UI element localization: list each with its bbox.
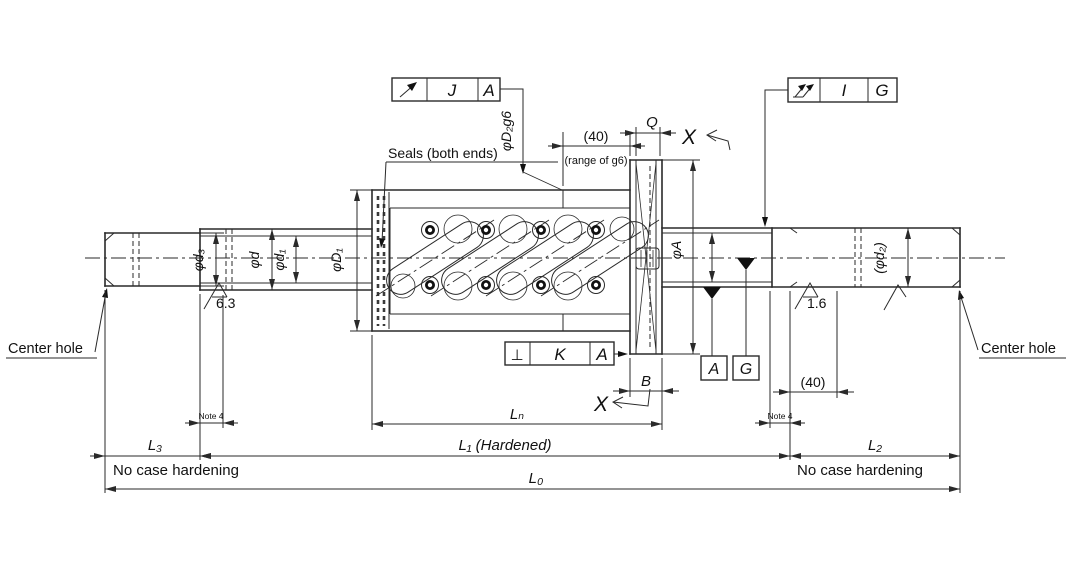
l2-label: L₂ (868, 437, 882, 454)
section-view-arrows: X X (593, 126, 731, 416)
note4-right-label: Note 4 (767, 411, 792, 421)
screw-shaft-outline (104, 227, 961, 291)
feature-control-frames: J A I G ⊥ K (391, 77, 898, 366)
datum-a-letter: A (708, 361, 720, 378)
runout-tolerance-letter: J (447, 81, 457, 100)
total-runout-frame: I G (762, 77, 898, 227)
return-circles (390, 214, 635, 301)
ln-label: Lₙ (510, 406, 524, 423)
section-x-bottom-label: X (593, 393, 609, 416)
perpendicularity-tolerance-letter: K (554, 345, 566, 364)
g6-range-dimensions: φD₂g6 (40) (range of g6) Q (498, 111, 676, 186)
center-hole-callout-right: Center hole (958, 290, 1066, 359)
section-arrow-bottom (612, 388, 651, 407)
b-label: B (641, 373, 651, 390)
roughness-1-6-value: 1.6 (807, 295, 827, 311)
perpendicularity-datum-letter: A (595, 345, 607, 364)
datum-a-triangle (703, 287, 721, 299)
roughness-1-6: 1.6 (794, 281, 827, 311)
seals-callout: Seals (both ends) (379, 145, 558, 248)
roughness-6-3-value: 6.3 (216, 295, 236, 311)
nut-flange (629, 159, 663, 355)
center-hole-callout-left: Center hole (6, 288, 108, 359)
note4-left-label: Note 4 (198, 411, 223, 421)
diameter-dimensions: φd₃ φd φd₁ φD₁ φA (φd₂) (190, 159, 911, 355)
roughness-6-3: 6.3 (203, 281, 236, 311)
journal-40-label: (40) (801, 374, 826, 390)
no-case-hardening-right: No case hardening (797, 462, 923, 479)
circular-runout-frame: J A (391, 77, 563, 191)
center-hole-right-label: Center hole (981, 341, 1056, 357)
ball-circulation-detail (375, 214, 660, 301)
phi-D2g6-label: φD₂g6 (498, 111, 514, 151)
l3-label: L₃ (148, 437, 162, 454)
total-runout-tolerance-letter: I (842, 81, 847, 100)
datum-g-triangle (737, 258, 755, 270)
length-dimensions: B (40) Note 4 Note 4 Lₙ L₃ L₁ (Hardened)… (90, 290, 961, 493)
no-case-hardening-left: No case hardening (113, 462, 239, 479)
perpendicularity-icon: ⊥ (510, 347, 523, 364)
surface-finish-symbols: 6.3 1.6 (203, 281, 907, 311)
datum-targets: A G (700, 258, 760, 381)
runout-datum-letter: A (482, 81, 494, 100)
range-g6-note: (range of g6) (565, 155, 628, 167)
total-runout-icon (793, 84, 814, 98)
perpendicularity-frame: ⊥ K A (504, 341, 628, 366)
balls (421, 221, 605, 294)
phi-d2-label: (φd₂) (871, 242, 887, 274)
section-x-top-label: X (681, 126, 697, 149)
total-runout-datum-letter: G (875, 81, 888, 100)
phi-d-label: φd (246, 250, 262, 268)
section-arrow-top (706, 134, 731, 151)
phi-d1-label: φd₁ (271, 249, 287, 271)
phi-D1-label: φD₁ (328, 248, 344, 272)
q-label: Q (646, 114, 658, 131)
ball-nut (371, 189, 631, 332)
l0-label: L₀ (529, 470, 544, 487)
screw-stub-through-flange (635, 247, 660, 270)
range-g6-length: (40) (584, 128, 609, 144)
datum-g-letter: G (740, 361, 752, 378)
seals-label: Seals (both ends) (388, 145, 498, 161)
basic-finish-check (883, 284, 907, 311)
center-hole-left-label: Center hole (8, 341, 83, 357)
l1-label: L₁ (Hardened) (458, 437, 551, 454)
phi-d3-label: φd₃ (190, 248, 206, 271)
circular-runout-icon (399, 82, 417, 98)
phi-A-label: φA (668, 241, 684, 259)
